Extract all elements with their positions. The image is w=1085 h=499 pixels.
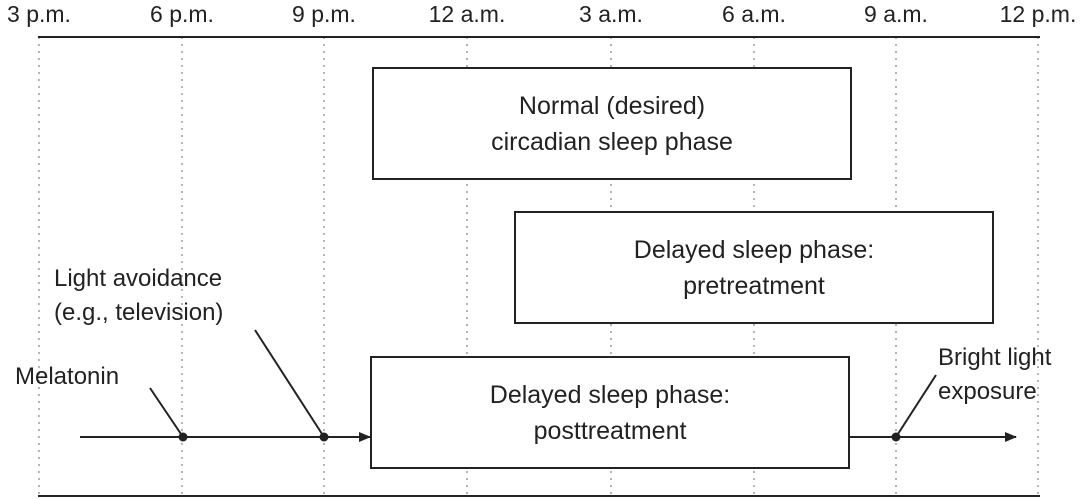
annotation-line: exposure (938, 378, 1037, 405)
melatonin-dot (178, 432, 188, 442)
phase-label-line: Delayed sleep phase: (633, 235, 875, 264)
tick-label: 6 p.m. (150, 1, 214, 27)
phase-label-line: posttreatment (533, 416, 687, 445)
phase-label-line: circadian sleep phase (491, 127, 733, 156)
light-avoidance-label: Light avoidance (e.g., television) (54, 262, 223, 330)
tick-label: 12 p.m. (999, 1, 1077, 27)
phase-label-line: Delayed sleep phase: (489, 380, 731, 409)
annotation-line: (e.g., television) (54, 299, 224, 326)
bright-light-exposure-label: Bright light exposure (938, 341, 1051, 409)
delayed-posttreatment-box: Delayed sleep phase: posttreatment (370, 356, 850, 469)
annotation-line: Bright light (938, 344, 1052, 371)
melatonin-label: Melatonin (15, 363, 120, 390)
light-avoidance-dot (319, 432, 329, 442)
light-avoidance-leader-line (254, 329, 325, 438)
normal-sleep-phase-box: Normal (desired) circadian sleep phase (372, 67, 852, 180)
tick-label: 12 a.m. (428, 1, 506, 27)
bright-light-dot (891, 432, 901, 442)
tick-label: 3 p.m. (7, 1, 71, 27)
annotation-line: Light avoidance (54, 265, 223, 292)
tick-label: 3 a.m. (579, 1, 643, 27)
tick-label: 9 a.m. (864, 1, 928, 27)
phase-label-line: pretreatment (683, 271, 825, 300)
tick-label: 9 p.m. (292, 1, 356, 27)
phase-label-line: Normal (desired) (518, 91, 706, 120)
bright-light-leader-line (895, 374, 937, 438)
tick-label: 6 a.m. (722, 1, 786, 27)
delayed-pretreatment-box: Delayed sleep phase: pretreatment (514, 211, 994, 324)
melatonin-leader-line (149, 387, 184, 438)
